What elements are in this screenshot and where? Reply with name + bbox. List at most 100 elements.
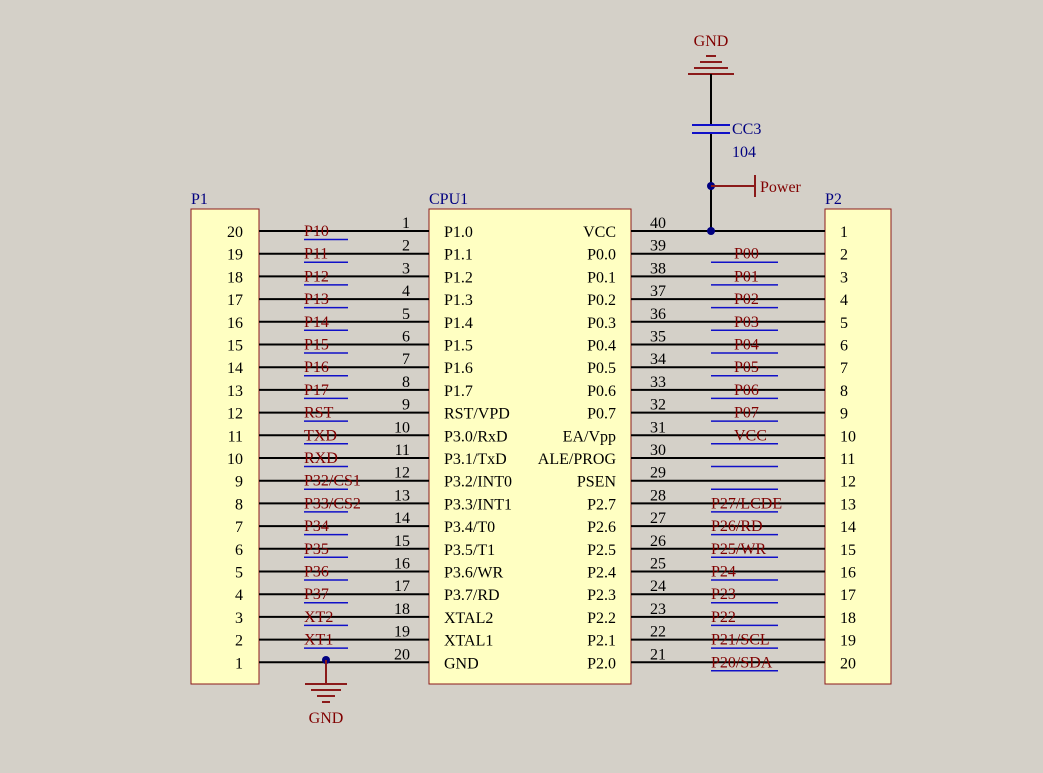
cpu-right-pin-name: P2.2 (587, 610, 616, 627)
left-net-label: P37 (304, 586, 329, 603)
cpu-left-pin-number: 12 (394, 465, 410, 482)
cpu-left-pin-number: 5 (402, 306, 410, 323)
cpu-right-pin-number: 34 (650, 351, 666, 368)
right-net-label: VCC (734, 427, 767, 444)
left-net-label: P16 (304, 359, 329, 376)
cpu1-ref-label: CPU1 (429, 191, 468, 208)
left-net-label: RST (304, 405, 334, 422)
cpu-right-pin-number: 33 (650, 374, 666, 391)
p2-ref-label: P2 (825, 191, 842, 208)
cpu-left-pin-name: P3.5/T1 (444, 542, 495, 559)
cpu-left-pin-name: XTAL2 (444, 610, 493, 627)
p1-pin-number: 19 (227, 247, 243, 264)
p1-pin-number: 20 (227, 224, 243, 241)
p2-pin-number: 3 (840, 269, 848, 286)
cpu-right-pin-number: 36 (650, 306, 666, 323)
left-net-label: P32/CS1 (304, 473, 361, 490)
right-net-label: P21/SCL (711, 632, 770, 649)
p1-pin-number: 11 (228, 428, 243, 445)
right-net-label: P25/WR (711, 541, 766, 558)
cpu-right-pin-number: 40 (650, 215, 666, 232)
left-net-label: TXD (304, 427, 337, 444)
cpu-left-pin-number: 3 (402, 260, 410, 277)
p1-pin-number: 12 (227, 406, 243, 423)
p1-ref-label: P1 (191, 191, 208, 208)
left-net-label: P34 (304, 518, 329, 535)
left-net-label: XT2 (304, 609, 333, 626)
power-port[interactable]: Power (711, 175, 802, 197)
p1-pin-number: 16 (227, 315, 243, 332)
p2-pin-number: 20 (840, 655, 856, 672)
cpu-left-pin-number: 17 (394, 578, 410, 595)
p2-pin-number: 12 (840, 474, 856, 491)
cpu-right-pin-number: 29 (650, 465, 666, 482)
bottom-gnd-symbol[interactable]: GND (305, 656, 347, 727)
cpu-right-pin-name: VCC (583, 224, 616, 241)
cpu-left-pin-name: P1.4 (444, 315, 473, 332)
cpu-left-pin-number: 11 (395, 442, 410, 459)
right-net-label: P03 (734, 314, 759, 331)
left-net-label: P14 (304, 314, 329, 331)
p1-connector-body[interactable] (190, 208, 260, 685)
cpu-left-pin-number: 4 (402, 283, 410, 300)
cpu-left-pin-number: 13 (394, 487, 410, 504)
right-net-label: P20/SDA (711, 654, 773, 671)
right-net-label: P02 (734, 291, 759, 308)
cpu-left-pin-number: 16 (394, 556, 410, 573)
right-net-label: P24 (711, 564, 736, 581)
p1-pin-number: 1 (235, 655, 243, 672)
p2-pin-number: 4 (840, 292, 848, 309)
right-net-label: P04 (734, 337, 759, 354)
cc3-ref-label: CC3 (732, 121, 761, 138)
cpu-right-pin-number: 31 (650, 419, 666, 436)
right-net-label: P26/RD (711, 518, 763, 535)
cpu-right-pin-name: PSEN (577, 474, 617, 491)
cpu-left-pin-number: 6 (402, 329, 410, 346)
cpu-right-pin-name: P0.4 (587, 338, 616, 355)
cpu-left-pin-name: RST/VPD (444, 406, 510, 423)
p1-pin-number: 8 (235, 496, 243, 513)
cpu-left-pin-number: 1 (402, 215, 410, 232)
cpu-right-pin-name: P2.1 (587, 633, 616, 650)
cpu-left-pin-name: P1.2 (444, 269, 473, 286)
p2-pin-number: 9 (840, 406, 848, 423)
left-net-label: P15 (304, 337, 329, 354)
cpu-left-pin-name: P3.3/INT1 (444, 496, 512, 513)
left-net-label: RXD (304, 450, 338, 467)
cpu-right-pin-number: 24 (650, 578, 666, 595)
cpu-left-pin-name: P3.7/RD (444, 587, 500, 604)
cpu-right-pin-number: 32 (650, 397, 666, 414)
cpu-left-pin-number: 7 (402, 351, 410, 368)
cpu-right-pin-number: 38 (650, 260, 666, 277)
cpu-left-pin-name: P3.1/TxD (444, 451, 507, 468)
cpu-left-pin-name: P1.1 (444, 247, 473, 264)
p2-connector-body[interactable] (824, 208, 892, 685)
p1-pin-number: 18 (227, 269, 243, 286)
cpu-right-pin-name: P0.5 (587, 360, 616, 377)
p1-pin-number: 5 (235, 565, 243, 582)
cpu-right-pin-number: 26 (650, 533, 666, 550)
gnd-top-label: GND (694, 33, 729, 50)
cpu1-chip-body[interactable] (428, 208, 632, 685)
p1-pin-number: 9 (235, 474, 243, 491)
cpu-left-pin-name: P1.3 (444, 292, 473, 309)
p2-pin-number: 8 (840, 383, 848, 400)
right-net-label: P22 (711, 609, 736, 626)
vcc-junction-dot (707, 227, 715, 235)
cpu-right-pin-name: P2.6 (587, 519, 616, 536)
cpu-left-pin-number: 10 (394, 419, 410, 436)
left-net-label: P35 (304, 541, 329, 558)
cpu-right-pin-number: 27 (650, 510, 666, 527)
cpu-left-pin-name: P1.6 (444, 360, 473, 377)
cpu-right-pin-number: 23 (650, 601, 666, 618)
p1-pin-number: 17 (227, 292, 243, 309)
cpu-left-pin-number: 19 (394, 624, 410, 641)
cpu-left-pin-number: 14 (394, 510, 410, 527)
p2-pin-number: 19 (840, 633, 856, 650)
cpu-left-pin-number: 2 (402, 238, 410, 255)
cc3-capacitor[interactable]: CC3 104 (692, 121, 761, 161)
power-port-label: Power (760, 179, 802, 196)
cpu-left-pin-name: P3.6/WR (444, 565, 503, 582)
